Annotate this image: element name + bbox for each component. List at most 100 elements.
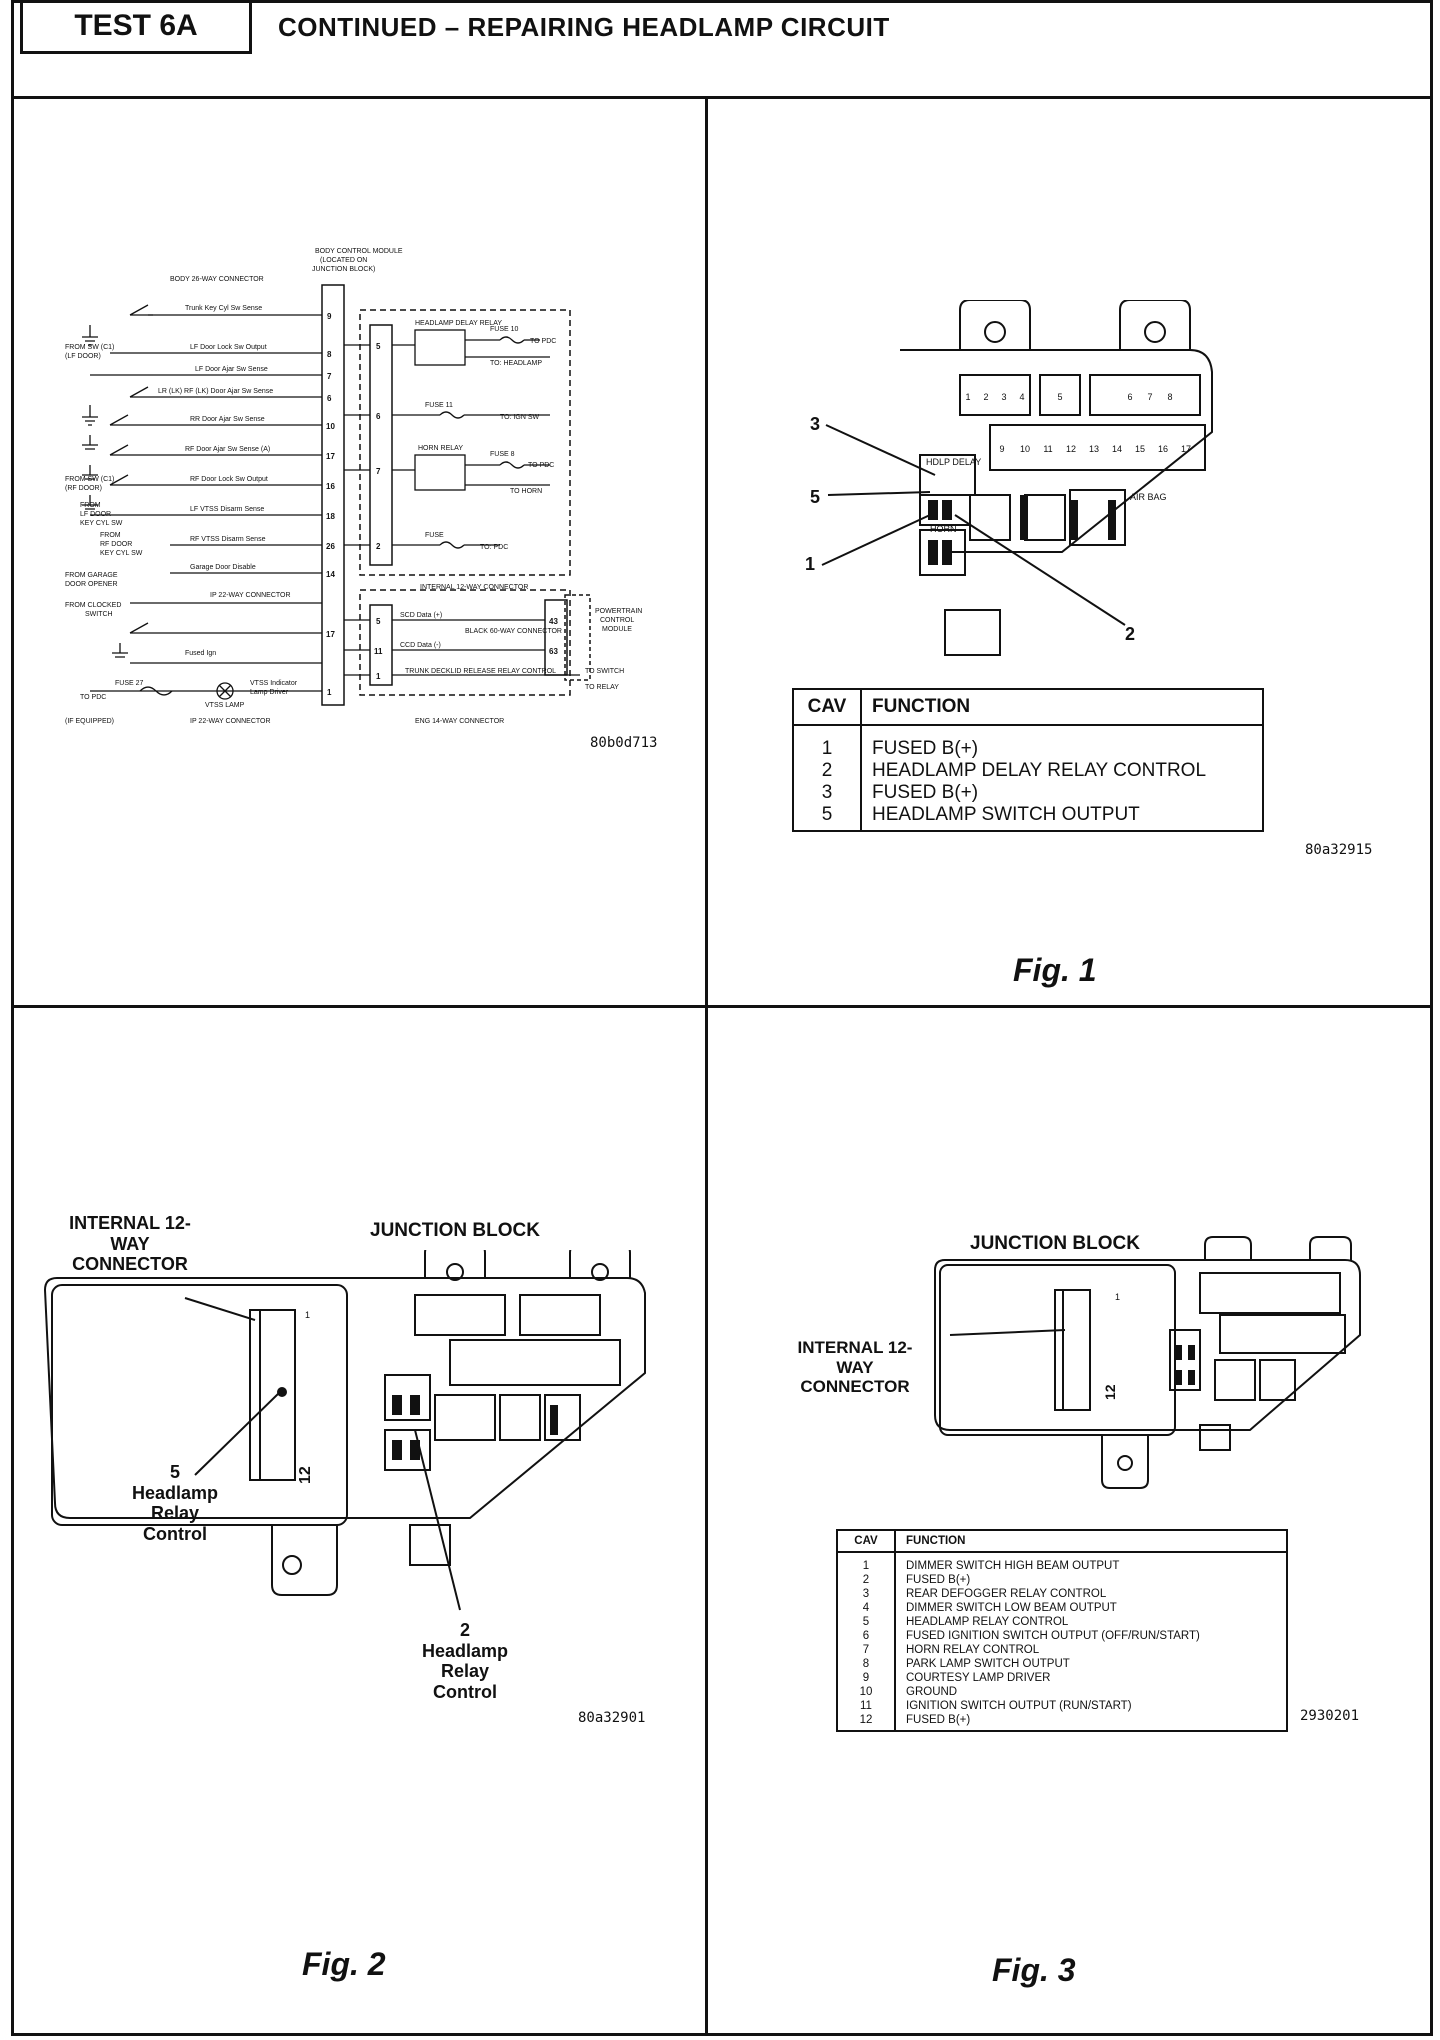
svg-text:9: 9: [327, 312, 332, 321]
svg-text:Lamp Driver: Lamp Driver: [250, 689, 289, 696]
svg-text:LF VTSS Disarm Sense: LF VTSS Disarm Sense: [190, 506, 264, 513]
svg-text:15: 15: [1135, 444, 1145, 454]
svg-text:AIR BAG: AIR BAG: [1130, 492, 1167, 502]
svg-text:HEADLAMP DELAY RELAY: HEADLAMP DELAY RELAY: [415, 320, 502, 327]
svg-text:8: 8: [327, 350, 332, 359]
table-row: 1 FUSED B(+): [794, 726, 1262, 760]
svg-text:LF DOOR: LF DOOR: [80, 511, 111, 518]
svg-text:2: 2: [376, 542, 381, 551]
svg-text:TRUNK DECKLID RELEASE RELAY CO: TRUNK DECKLID RELEASE RELAY CONTROL: [405, 668, 556, 675]
svg-text:9: 9: [999, 444, 1004, 454]
pcm-connector: [544, 599, 568, 676]
fig2-junction-block: 1 12: [43, 1250, 646, 1611]
svg-text:FUSE 10: FUSE 10: [490, 326, 519, 333]
svg-text:FUSE: FUSE: [425, 532, 444, 539]
svg-text:Trunk Key Cyl Sw Sense: Trunk Key Cyl Sw Sense: [185, 305, 262, 312]
svg-text:14: 14: [326, 570, 335, 579]
fig2-callout-2: 2 Headlamp Relay Control: [421, 1620, 509, 1703]
svg-text:17: 17: [1181, 444, 1191, 454]
svg-text:SCD Data (+): SCD Data (+): [400, 612, 442, 619]
fig1-caption: Fig. 1: [1013, 952, 1097, 988]
svg-text:8: 8: [1167, 392, 1172, 402]
svg-text:VTSS LAMP: VTSS LAMP: [205, 702, 245, 709]
wiring-part-number: 80b0d713: [590, 735, 658, 751]
svg-text:14: 14: [1112, 444, 1122, 454]
fig1-table-body: 1 FUSED B(+) 2 HEADLAMP DELAY RELAY CONT…: [794, 726, 1262, 830]
pcm-box: [564, 594, 591, 681]
svg-text:12: 12: [1102, 1384, 1118, 1400]
bcm-label: BODY CONTROL MODULE: [315, 248, 403, 255]
svg-text:ENG 14-WAY CONNECTOR: ENG 14-WAY CONNECTOR: [415, 718, 504, 725]
svg-text:RF VTSS Disarm Sense: RF VTSS Disarm Sense: [190, 536, 266, 543]
svg-text:16: 16: [326, 482, 335, 491]
test-id: TEST 6A: [74, 9, 198, 42]
svg-text:VTSS Indicator: VTSS Indicator: [250, 680, 298, 687]
fig2-internal-label: INTERNAL 12-WAY CONNECTOR: [69, 1213, 191, 1275]
svg-text:1: 1: [805, 554, 815, 574]
svg-text:HORN: HORN: [930, 524, 957, 534]
svg-text:FUSE 8: FUSE 8: [490, 451, 515, 458]
svg-text:7: 7: [327, 372, 332, 381]
svg-text:TO RELAY: TO RELAY: [585, 684, 619, 691]
svg-text:KEY CYL SW: KEY CYL SW: [80, 520, 123, 527]
svg-text:FROM GARAGE: FROM GARAGE: [65, 572, 118, 579]
svg-text:12: 12: [297, 1466, 314, 1484]
bcm-internal-12way: [369, 324, 393, 566]
svg-text:43: 43: [549, 617, 558, 626]
svg-text:RF Door Ajar Sw Sense (A): RF Door Ajar Sw Sense (A): [185, 446, 270, 453]
svg-text:FUSE 11: FUSE 11: [425, 402, 453, 409]
svg-text:26: 26: [326, 542, 335, 551]
fig3-part-number: 2930201: [1300, 1708, 1360, 1724]
svg-text:2: 2: [983, 392, 988, 402]
fig1-table-header: CAV FUNCTION: [794, 690, 1262, 726]
svg-text:TO PDC: TO PDC: [530, 338, 556, 345]
svg-text:6: 6: [1127, 392, 1132, 402]
svg-text:TO HORN: TO HORN: [510, 488, 542, 495]
svg-text:Fused Ign: Fused Ign: [185, 650, 216, 657]
svg-text:1: 1: [376, 672, 381, 681]
svg-text:LF Door Ajar Sw Sense: LF Door Ajar Sw Sense: [195, 366, 268, 373]
svg-text:12: 12: [1066, 444, 1076, 454]
svg-text:FROM SW (C1): FROM SW (C1): [65, 476, 114, 483]
svg-text:1: 1: [305, 1310, 310, 1320]
svg-text:(RF DOOR): (RF DOOR): [65, 485, 102, 492]
fig1-junction-block: 1 2 3 4 5 6 7 8 9 10 11 12 13 14 15 16 1…: [805, 300, 1213, 656]
svg-text:JUNCTION BLOCK): JUNCTION BLOCK): [312, 266, 375, 273]
bcm-internal-box: [359, 309, 571, 576]
svg-text:FROM: FROM: [100, 532, 121, 539]
svg-text:LF Door Lock Sw Output: LF Door Lock Sw Output: [190, 344, 267, 351]
svg-text:RF DOOR: RF DOOR: [100, 541, 132, 548]
svg-text:IP 22-WAY CONNECTOR: IP 22-WAY CONNECTOR: [190, 718, 271, 725]
svg-text:(IF EQUIPPED): (IF EQUIPPED): [65, 718, 114, 725]
svg-text:3: 3: [810, 414, 820, 434]
svg-text:3: 3: [1001, 392, 1006, 402]
svg-text:MODULE: MODULE: [602, 626, 632, 633]
table-row: 5 HEADLAMP SWITCH OUTPUT: [794, 804, 1262, 830]
table-row: 2 HEADLAMP DELAY RELAY CONTROL: [794, 760, 1262, 782]
svg-text:CCD Data (-): CCD Data (-): [400, 642, 441, 649]
fig2-junction-label: JUNCTION BLOCK: [370, 1220, 540, 1241]
fig2-caption: Fig. 2: [302, 1946, 386, 1982]
wiring-diagram: BODY CONTROL MODULE (LOCATED ON JUNCTION…: [65, 248, 642, 725]
bcm-connector-26way: [321, 284, 345, 706]
svg-text:BODY 26-WAY CONNECTOR: BODY 26-WAY CONNECTOR: [170, 276, 264, 283]
svg-text:10: 10: [1020, 444, 1030, 454]
svg-text:TO SWITCH: TO SWITCH: [585, 668, 624, 675]
test-id-box: TEST 6A: [20, 0, 252, 54]
svg-text:IP 22-WAY CONNECTOR: IP 22-WAY CONNECTOR: [210, 592, 291, 599]
svg-text:17: 17: [326, 452, 335, 461]
svg-text:KEY CYL SW: KEY CYL SW: [100, 550, 143, 557]
svg-text:INTERNAL 12-WAY CONNECTOR: INTERNAL 12-WAY CONNECTOR: [420, 584, 528, 591]
page-title: CONTINUED – REPAIRING HEADLAMP CIRCUIT: [278, 12, 890, 42]
svg-text:HDLP DELAY: HDLP DELAY: [926, 457, 981, 467]
svg-text:CONTROL: CONTROL: [600, 617, 634, 624]
header-divider: [11, 96, 1433, 99]
table-row: 3 FUSED B(+): [794, 782, 1262, 804]
